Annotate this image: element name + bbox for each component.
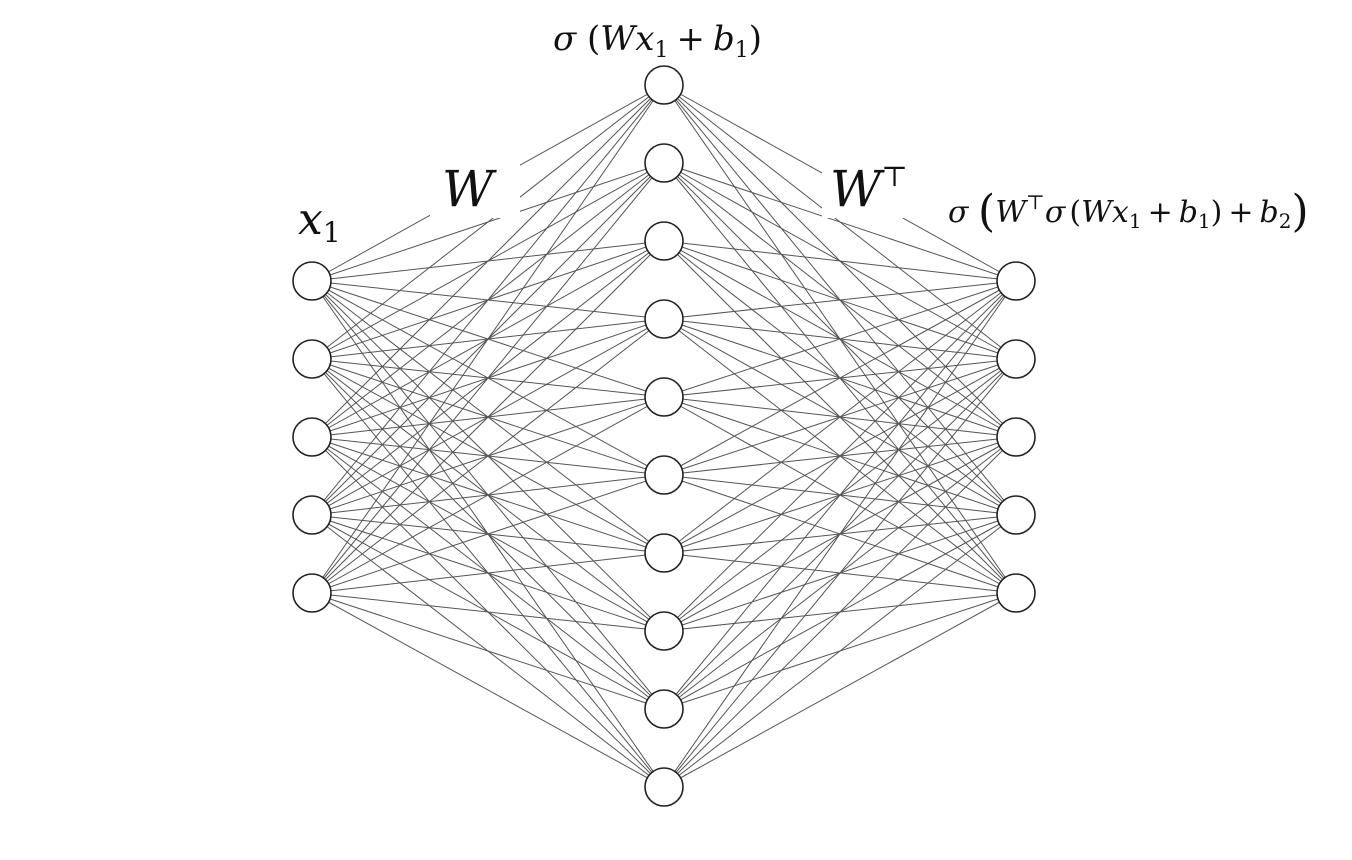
input-label-sub: 1 bbox=[323, 216, 341, 249]
hidden-node bbox=[644, 221, 684, 261]
hidden-node bbox=[644, 377, 684, 417]
encoder-edge bbox=[311, 162, 665, 594]
decoder-edge bbox=[663, 280, 1017, 710]
input-node bbox=[292, 417, 332, 457]
hidden-close-paren: ) bbox=[749, 19, 762, 59]
decoder-weight-label: W⊤ bbox=[830, 160, 908, 218]
output-b2-sub: 2 bbox=[1279, 209, 1292, 233]
output-open-paren: ( bbox=[978, 186, 995, 237]
output-node bbox=[996, 261, 1036, 301]
encoder-edge bbox=[311, 84, 665, 594]
output-node bbox=[996, 339, 1036, 379]
output-layer-expression: σ (W⊤σ(Wx1+b1)+b2) bbox=[948, 186, 1309, 237]
output-x-sub: 1 bbox=[1129, 209, 1142, 233]
output-sigma2: σ bbox=[1045, 195, 1067, 230]
hidden-b: b bbox=[713, 19, 735, 59]
output-node bbox=[996, 573, 1036, 613]
decoder-weight-var: W bbox=[830, 160, 885, 218]
input-label-var: x bbox=[298, 194, 323, 245]
output-node bbox=[996, 495, 1036, 535]
encoder-edge bbox=[311, 84, 665, 438]
edge-group bbox=[311, 84, 1017, 788]
output-W2: W bbox=[1081, 195, 1114, 230]
input-label: x1 bbox=[298, 194, 341, 249]
input-node bbox=[292, 261, 332, 301]
output-sigma: σ bbox=[948, 195, 970, 230]
output-x: x bbox=[1112, 195, 1129, 230]
encoder-edge bbox=[311, 240, 665, 594]
decoder-edge bbox=[663, 280, 1017, 398]
hidden-W: W bbox=[600, 19, 638, 59]
hidden-x: x bbox=[635, 19, 654, 59]
decoder-edge bbox=[663, 280, 1017, 632]
decoder-edge bbox=[663, 436, 1017, 788]
output-close-paren2: ) bbox=[1211, 195, 1223, 230]
wt-label-mask bbox=[822, 158, 922, 218]
hidden-node bbox=[644, 455, 684, 495]
output-b2: b bbox=[1260, 195, 1279, 230]
input-node bbox=[292, 339, 332, 379]
hidden-node bbox=[644, 533, 684, 573]
output-W: W bbox=[995, 195, 1028, 230]
hidden-layer-expression: σ (Wx1+b1) bbox=[553, 19, 762, 63]
hidden-plus: + bbox=[676, 19, 705, 59]
decoder-edge bbox=[663, 280, 1017, 476]
decoder-weight-sup: ⊤ bbox=[881, 160, 907, 193]
encoder-weight-label: W bbox=[442, 160, 497, 218]
output-plus1: + bbox=[1148, 195, 1173, 230]
hidden-sigma: σ bbox=[553, 19, 577, 59]
encoder-edge bbox=[311, 396, 665, 594]
encoder-edge bbox=[311, 474, 665, 594]
decoder-edge bbox=[663, 240, 1017, 282]
output-close-paren: ) bbox=[1291, 186, 1308, 237]
encoder-edge bbox=[311, 592, 665, 788]
hidden-node bbox=[644, 767, 684, 807]
output-b1: b bbox=[1179, 195, 1198, 230]
decoder-edge bbox=[663, 280, 1017, 320]
label-mask-group bbox=[430, 158, 922, 218]
hidden-node bbox=[644, 611, 684, 651]
hidden-open-paren: ( bbox=[587, 19, 600, 59]
decoder-edge bbox=[663, 358, 1017, 788]
hidden-node bbox=[644, 689, 684, 729]
encoder-edge bbox=[311, 552, 665, 594]
w-label-mask bbox=[430, 158, 520, 218]
decoder-edge bbox=[663, 162, 1017, 282]
decoder-edge bbox=[663, 514, 1017, 788]
encoder-edge bbox=[311, 592, 665, 632]
encoder-edge bbox=[311, 84, 665, 360]
output-W-sup: ⊤ bbox=[1026, 190, 1045, 214]
output-open-paren2: ( bbox=[1069, 195, 1081, 230]
encoder-edge bbox=[311, 318, 665, 594]
encoder-edge bbox=[311, 592, 665, 710]
output-node bbox=[996, 417, 1036, 457]
hidden-node bbox=[644, 65, 684, 105]
decoder-edge bbox=[663, 280, 1017, 788]
hidden-b-sub: 1 bbox=[735, 38, 749, 63]
input-node bbox=[292, 495, 332, 535]
decoder-edge bbox=[663, 280, 1017, 554]
input-node bbox=[292, 573, 332, 613]
node-group bbox=[292, 65, 1036, 807]
hidden-node bbox=[644, 299, 684, 339]
hidden-x-sub: 1 bbox=[654, 38, 668, 63]
encoder-edge bbox=[311, 84, 665, 516]
output-b1-sub: 1 bbox=[1198, 209, 1211, 233]
output-plus2: + bbox=[1228, 195, 1253, 230]
decoder-edge bbox=[663, 592, 1017, 788]
hidden-node bbox=[644, 143, 684, 183]
